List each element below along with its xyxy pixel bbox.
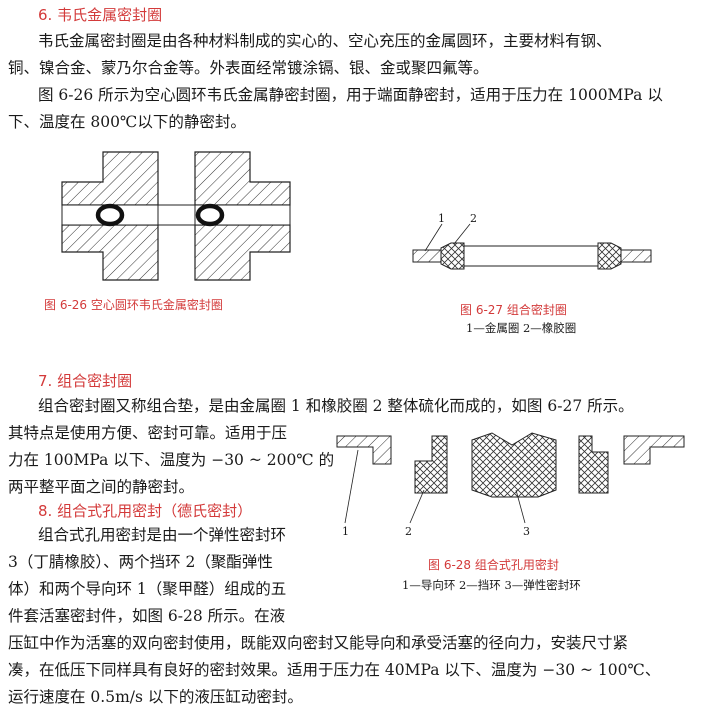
figure-6-27-caption: 图 6-27 组合密封圈 xyxy=(460,303,567,317)
s6-para1-line2: 铜、镍合金、蒙乃尔合金等。外表面经常镀涂镉、银、金或聚四氟等。 xyxy=(8,59,489,77)
fig28-label-1: 1 xyxy=(342,525,349,538)
s8-para-line6: 凑，在低压下同样具有良好的密封效果。适用于压力在 40MPa 以下、温度为 −3… xyxy=(8,661,661,679)
s8-para-line3: 体）和两个导向环 1（聚甲醛）组成的五 xyxy=(8,580,287,598)
s6-para2-line1: 图 6-26 所示为空心圆环韦氏金属静密封圈，用于端面静密封，适用于压力在 10… xyxy=(38,86,663,104)
s8-para-line1: 组合式孔用密封是由一个弹性密封环 xyxy=(38,526,287,544)
section-6-heading: 6. 韦氏金属密封圈 xyxy=(38,6,163,24)
figure-6-28-legend: 1—导向环 2—挡环 3—弹性密封环 xyxy=(402,578,581,592)
fig28-label-2: 2 xyxy=(405,525,412,538)
fig27-label-2: 2 xyxy=(470,212,477,225)
fig28-label-3: 3 xyxy=(523,525,530,538)
s8-para-line7: 运行速度在 0.5m/s 以下的液压缸动密封。 xyxy=(8,688,303,706)
s7-para-line1: 组合密封圈又称组合垫，是由金属圈 1 和橡胶圈 2 整体硫化而成的，如图 6-2… xyxy=(38,397,634,415)
s6-para2-line2: 下、温度在 800℃以下的静密封。 xyxy=(8,113,246,131)
s8-para-line2: 3（丁腈橡胶）、两个挡环 2（聚酯弹性 xyxy=(8,553,273,571)
s7-para-line2: 其特点是使用方便、密封可靠。适用于压 xyxy=(8,424,288,442)
s7-para-line3: 力在 100MPa 以下、温度为 −30 ~ 200℃ 的 xyxy=(8,451,335,469)
s8-para-line4: 件套活塞密封件，如图 6-28 所示。在液 xyxy=(8,607,286,625)
section-7-heading: 7. 组合密封圈 xyxy=(38,372,133,390)
s7-para-line4: 两平整平面之间的静密封。 xyxy=(8,478,195,496)
figure-6-26-caption: 图 6-26 空心圆环韦氏金属密封圈 xyxy=(44,298,223,312)
section-8-heading: 8. 组合式孔用密封（德氏密封） xyxy=(38,502,253,520)
s6-para1-line1: 韦氏金属密封圈是由各种材料制成的实心的、空心充压的金属圆环，主要材料有钢、 xyxy=(38,32,612,50)
figure-6-28-caption: 图 6-28 组合式孔用密封 xyxy=(428,558,559,572)
fig27-label-1: 1 xyxy=(438,212,445,225)
s8-para-line5: 压缸中作为活塞的双向密封使用，既能双向密封又能导向和承受活塞的径向力，安装尺寸紧 xyxy=(8,634,629,652)
figure-6-27-legend: 1—金属圈 2—橡胶圈 xyxy=(466,321,577,335)
